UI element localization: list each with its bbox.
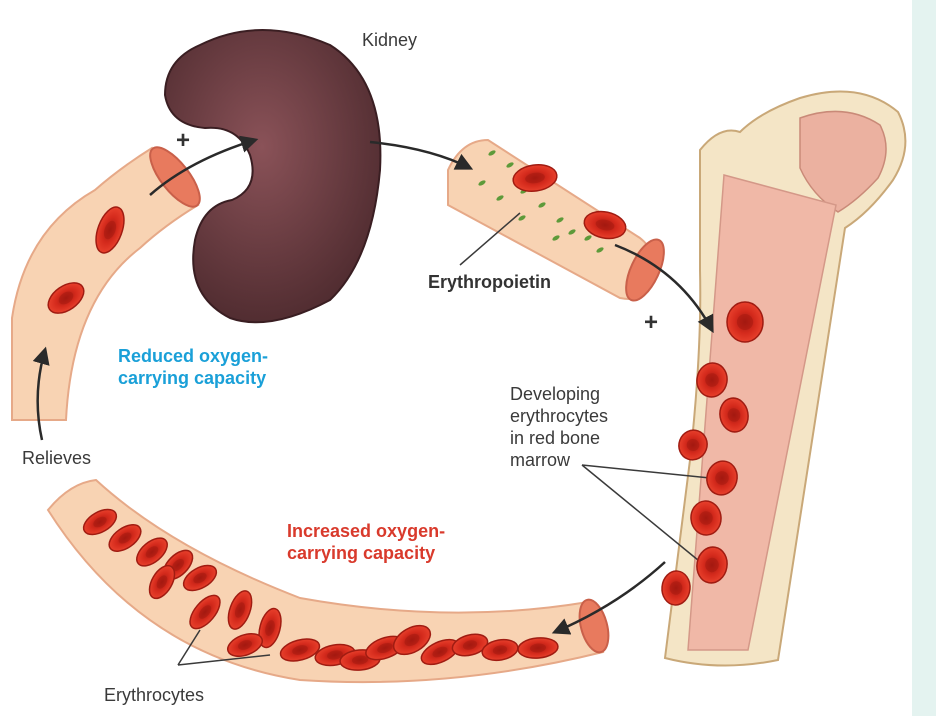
increased-capacity-line-2: carrying capacity [287,542,445,564]
reduced-capacity-line-2: carrying capacity [118,367,268,389]
developing-line-3: in red bone [510,427,608,449]
reduced-capacity-line-1: Reduced oxygen- [118,345,268,367]
increased-capacity-label: Increased oxygen- carrying capacity [287,520,445,564]
red-blood-cell-icon [727,302,763,342]
increased-capacity-line-1: Increased oxygen- [287,520,445,542]
relieves-label: Relieves [22,447,91,469]
plus-sign-kidney: + [176,130,190,152]
page-edge-strip [912,0,936,716]
developing-line-1: Developing [510,383,608,405]
developing-line-2: erythrocytes [510,405,608,427]
reduced-capacity-label: Reduced oxygen- carrying capacity [118,345,268,389]
erythrocytes-label: Erythrocytes [104,684,204,706]
erythropoietin-label: Erythropoietin [428,271,551,293]
developing-erythrocytes-label: Developing erythrocytes in red bone marr… [510,383,608,471]
kidney-label: Kidney [362,29,417,51]
plus-sign-marrow: + [644,312,658,334]
kidney-icon [165,30,380,322]
developing-line-4: marrow [510,449,608,471]
